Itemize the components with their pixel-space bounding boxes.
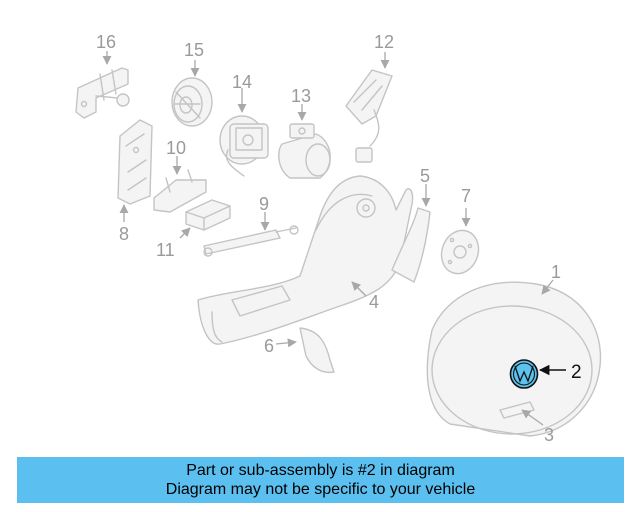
part-11-block <box>185 199 231 231</box>
callout-14: 14 <box>232 72 252 92</box>
callout-11: 11 <box>156 240 175 260</box>
callout-8: 8 <box>119 224 129 244</box>
part-13-motor <box>278 123 331 179</box>
part-12-lock <box>345 69 393 163</box>
callout-4: 4 <box>369 292 379 312</box>
part-1-wheel-cover <box>426 281 602 437</box>
part-9-strut <box>203 225 299 257</box>
part-2-emblem <box>509 359 539 389</box>
part-6-flap <box>299 327 335 374</box>
part-14-actuator <box>219 115 269 177</box>
part-16-hinge <box>75 67 130 119</box>
callout-labels: 16 15 14 13 12 10 8 9 11 5 7 4 6 1 3 2 <box>96 32 582 445</box>
part-15-disc <box>171 77 213 127</box>
banner-line-disclaimer: Diagram may not be specific to your vehi… <box>165 481 476 498</box>
callout-leaders <box>102 51 566 426</box>
callout-12: 12 <box>374 32 394 52</box>
callout-9: 9 <box>259 194 269 214</box>
part-7-flange <box>440 229 480 275</box>
callout-1: 1 <box>551 262 561 282</box>
info-banner: Part or sub-assembly is #2 in diagram Di… <box>17 457 624 503</box>
callout-2: 2 <box>571 362 582 383</box>
part-4-carrier-frame <box>197 175 414 345</box>
callout-15: 15 <box>184 40 204 60</box>
callout-6: 6 <box>264 336 274 356</box>
part-5-shield <box>391 207 431 283</box>
callout-7: 7 <box>461 186 471 206</box>
callout-16: 16 <box>96 32 116 52</box>
parts-diagram: 16 15 14 13 12 10 8 9 11 5 7 4 6 1 3 2 <box>75 32 602 445</box>
callout-3: 3 <box>544 425 554 445</box>
callout-10: 10 <box>166 138 186 158</box>
banner-line-part: Part or sub-assembly is #2 in diagram <box>186 462 455 479</box>
callout-5: 5 <box>420 166 430 186</box>
part-8-support <box>117 119 153 205</box>
part-10-bracket <box>153 169 207 213</box>
callout-13: 13 <box>291 86 311 106</box>
